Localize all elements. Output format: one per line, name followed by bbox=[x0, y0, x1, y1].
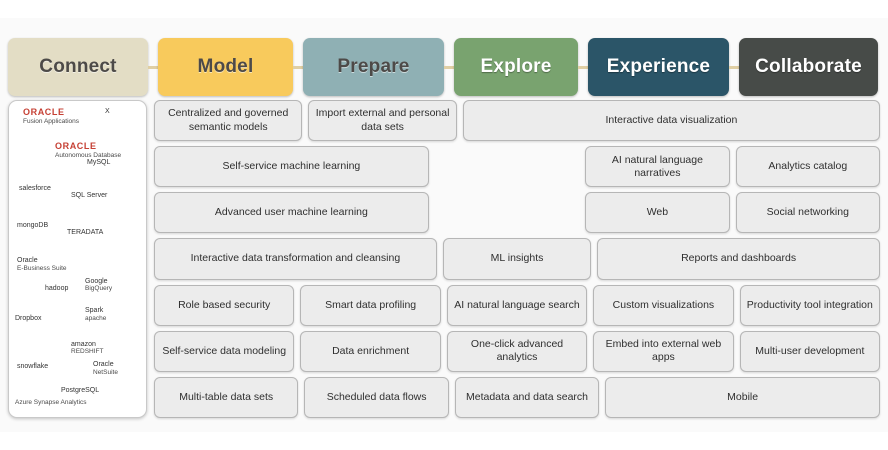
stage-connector-5 bbox=[729, 65, 739, 69]
snowflake-logo: snowflake bbox=[17, 363, 48, 371]
oracle-fusion-applications-logo-subtitle: Fusion Applications bbox=[23, 118, 80, 126]
apache-spark-logo-wordmark: Spark bbox=[85, 307, 104, 315]
snowflake-logo-wordmark: snowflake bbox=[17, 363, 49, 371]
stage-tab-experience[interactable]: Experience bbox=[588, 38, 729, 96]
azure-synapse-analytics-logo-subtitle: Azure Synapse Analytics bbox=[15, 398, 87, 406]
teradata-logo: TERADATA bbox=[67, 229, 103, 237]
stage-connector-4 bbox=[578, 65, 588, 69]
capability-cell[interactable]: Data enrichment bbox=[300, 330, 441, 372]
dropbox-logo-wordmark: Dropbox bbox=[15, 314, 42, 322]
row-2: Self-service machine learning AI natural … bbox=[154, 146, 881, 188]
oracle-fusion-applications-logo-wordmark: ORACLE bbox=[23, 107, 65, 118]
stage-connector-3 bbox=[444, 65, 454, 69]
capability-cell[interactable]: ML insights bbox=[442, 238, 592, 280]
mysql-logo-wordmark: MySQL bbox=[87, 158, 111, 166]
stage-tab-prepare[interactable]: Prepare bbox=[303, 38, 444, 96]
capability-cell[interactable]: Social networking bbox=[735, 192, 881, 234]
capability-cell[interactable]: Import external and personal data sets bbox=[308, 100, 457, 142]
capability-cell[interactable]: Mobile bbox=[605, 376, 881, 418]
oracle-netsuite-logo-subtitle: NetSuite bbox=[93, 368, 118, 376]
hadoop-logo: hadoop bbox=[45, 285, 68, 293]
apache-spark-logo-subtitle: apache bbox=[85, 315, 107, 322]
capability-cell[interactable]: Scheduled data flows bbox=[304, 376, 449, 418]
row-4: Interactive data transformation and clea… bbox=[154, 238, 880, 280]
capability-cell[interactable]: Self-service machine learning bbox=[154, 146, 429, 188]
capability-rows-area: Centralized and governed semantic models… bbox=[154, 100, 881, 418]
capability-cell[interactable]: Interactive data visualization bbox=[462, 100, 881, 142]
salesforce-logo: salesforce bbox=[19, 185, 51, 193]
teradata-logo-wordmark: TERADATA bbox=[67, 229, 104, 237]
capability-cell[interactable]: Multi-table data sets bbox=[154, 376, 299, 418]
mongodb-logo: mongoDB bbox=[17, 222, 48, 230]
stage-tab-connect[interactable]: Connect bbox=[8, 38, 148, 96]
capability-cell[interactable]: Multi-user development bbox=[739, 330, 881, 372]
capability-cell[interactable]: Role based security bbox=[154, 284, 295, 326]
hadoop-logo-wordmark: hadoop bbox=[45, 285, 69, 293]
capability-cell[interactable]: AI natural language narratives bbox=[585, 146, 730, 188]
oracle-autonomous-database-logo-wordmark: ORACLE bbox=[55, 140, 97, 151]
capability-cell[interactable]: Web bbox=[585, 192, 730, 234]
oracle-ebusiness-suite-logo-subtitle: E-Business Suite bbox=[17, 264, 67, 272]
mongodb-logo-wordmark: mongoDB bbox=[17, 221, 49, 229]
microsoft-excel-logo: X bbox=[105, 108, 110, 116]
capability-cell[interactable]: Reports and dashboards bbox=[597, 238, 880, 280]
oracle-netsuite-logo-wordmark: Oracle bbox=[93, 361, 114, 369]
mysql-logo: MySQL bbox=[87, 159, 110, 167]
stage-tab-collaborate[interactable]: Collaborate bbox=[739, 38, 878, 96]
capability-cell[interactable]: Productivity tool integration bbox=[739, 284, 881, 326]
row-1: Centralized and governed semantic models… bbox=[154, 100, 881, 142]
salesforce-logo-wordmark: salesforce bbox=[19, 184, 51, 192]
capability-cell[interactable]: Self-service data modeling bbox=[154, 330, 295, 372]
capability-cell[interactable]: Advanced user machine learning bbox=[154, 192, 429, 234]
amazon-redshift-logo-subtitle: REDSHIFT bbox=[71, 348, 104, 356]
capability-cell[interactable]: Custom visualizations bbox=[593, 284, 734, 326]
capability-cell[interactable]: Analytics catalog bbox=[735, 146, 881, 188]
google-bigquery-logo-subtitle: BigQuery bbox=[85, 285, 113, 293]
dropbox-logo: Dropbox bbox=[15, 315, 41, 323]
azure-synapse-analytics-logo: Azure Synapse Analytics bbox=[15, 399, 87, 406]
microsoft-sql-server-logo: SQL Server bbox=[71, 192, 107, 200]
stage-tab-explore[interactable]: Explore bbox=[454, 38, 578, 96]
capability-cell[interactable]: Embed into external web apps bbox=[593, 330, 734, 372]
microsoft-sql-server-logo-wordmark: SQL Server bbox=[71, 192, 108, 200]
oracle-autonomous-database-logo-subtitle: Autonomous Database bbox=[55, 151, 122, 159]
oracle-ebusiness-suite-logo-wordmark: Oracle bbox=[17, 257, 38, 265]
microsoft-excel-logo-wordmark: X bbox=[105, 108, 110, 116]
capability-cell[interactable]: Smart data profiling bbox=[300, 284, 441, 326]
amazon-redshift-logo-wordmark: amazon bbox=[71, 340, 96, 348]
capability-cell[interactable]: Metadata and data search bbox=[454, 376, 600, 418]
capability-cell[interactable]: One-click advanced analytics bbox=[446, 330, 588, 372]
stage-connector-2 bbox=[293, 65, 303, 69]
capability-cell[interactable]: Interactive data transformation and clea… bbox=[154, 238, 437, 280]
stage-tab-model[interactable]: Model bbox=[158, 38, 293, 96]
stage-connector-1 bbox=[148, 65, 158, 69]
google-bigquery-logo-wordmark: Google bbox=[85, 277, 108, 285]
postgresql-logo-wordmark: PostgreSQL bbox=[61, 387, 100, 395]
postgresql-logo: PostgreSQL bbox=[61, 387, 99, 395]
capability-cell[interactable]: AI natural language search bbox=[446, 284, 588, 326]
capability-cell[interactable]: Centralized and governed semantic models bbox=[154, 100, 303, 142]
